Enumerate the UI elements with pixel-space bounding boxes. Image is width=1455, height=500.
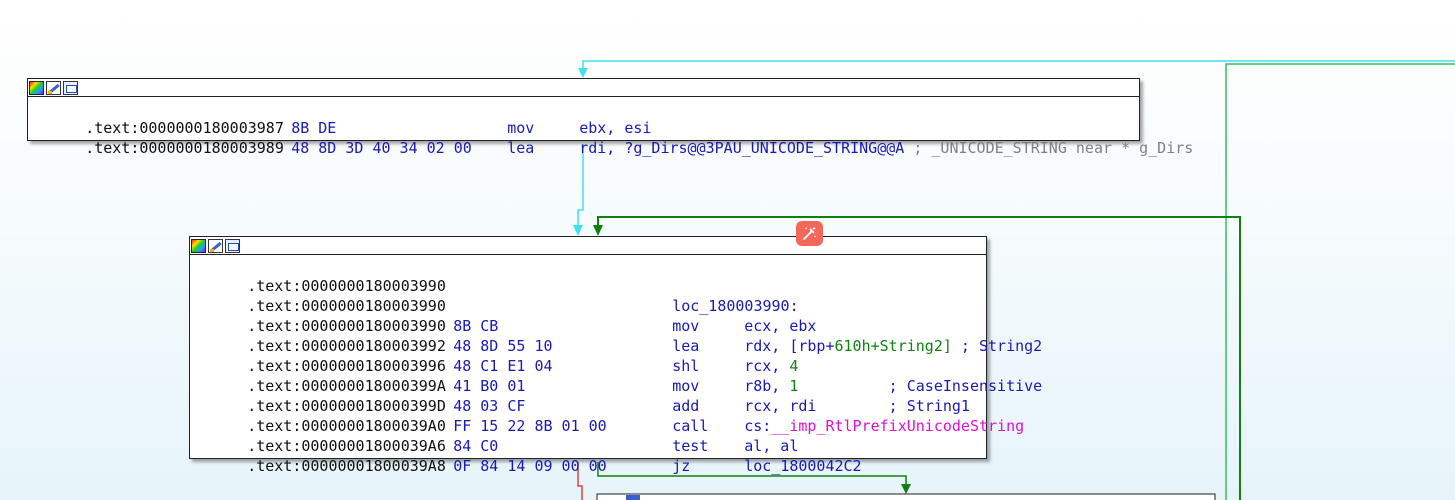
line-address: .text:0000000180003992 [247, 337, 446, 355]
edit-pencil-icon[interactable] [208, 238, 223, 253]
line-address: .text:0000000180003990 [247, 317, 446, 335]
partial-block-bottom [596, 493, 1216, 500]
line-address: .text:000000018000399D [247, 397, 446, 415]
disasm-line[interactable]: .text:00000001800039A6 84 C0 test al, al [193, 416, 983, 455]
line-mnemonic: lea [507, 139, 535, 157]
line-bytes: 8B CB [453, 317, 499, 335]
line-bytes: 48 8D 3D 40 34 02 00 [291, 139, 472, 157]
line-mnemonic: shl [672, 357, 700, 375]
disasm-line[interactable]: .text:0000000180003990 8B CB mov ecx, ebx [193, 296, 983, 335]
edge-block-1-to-block-2 [577, 144, 584, 228]
disasm-line[interactable]: .text:00000001800039A8 0F 84 14 09 00 00 j… [193, 436, 983, 475]
line-operands: r8b, 1 [744, 376, 798, 396]
disasm-line[interactable]: .text:00000001800039A0 FF 15 22 8B 01 00 c… [193, 396, 1024, 435]
code-block-180003990[interactable]: .text:0000000180003990 .text:00000001800… [189, 236, 1042, 475]
edge-into-block-1-arrow [578, 68, 588, 78]
line-operands: rdx, [rbp+610h+String2] [744, 336, 952, 356]
color-palette-icon[interactable] [191, 238, 206, 253]
disasm-line[interactable]: .text:0000000180003996 48 C1 E1 04 shl rcx,… [193, 336, 983, 375]
line-mnemonic: mov [507, 119, 535, 137]
line-address: .text:0000000180003996 [247, 357, 446, 375]
ai-assist-icon [803, 226, 817, 240]
line-operands: al, al [744, 437, 799, 455]
line-mnemonic: test [672, 437, 709, 455]
edge-block-2-true-arrow [901, 484, 911, 494]
line-address: .text:00000001800039A0 [247, 417, 446, 435]
edge-into-block-1 [582, 60, 1455, 74]
line-mnemonic: mov [672, 317, 700, 335]
code-label[interactable]: loc_180003990: [672, 297, 799, 315]
line-mnemonic: lea [672, 337, 700, 355]
line-bytes: 48 03 CF [453, 397, 526, 415]
line-bytes: 0F 84 14 09 00 00 [453, 457, 607, 475]
line-operands: rcx, rdi [744, 397, 817, 415]
disasm-line[interactable]: .text:000000018000399D 48 03 CF add rcx, rd… [193, 376, 983, 415]
operand-number: 1 [789, 377, 799, 395]
edge-loop-back-to-block-2 [597, 216, 1241, 500]
edge-block-2-false [577, 462, 583, 500]
line-address: .text:00000001800039A6 [247, 437, 446, 455]
line-mnemonic: call [672, 417, 709, 435]
line-address: .text:0000000180003989 [85, 139, 284, 157]
line-operands[interactable]: loc_1800042C2 [744, 457, 862, 475]
disasm-line[interactable]: .text:0000000180003990 [193, 256, 983, 295]
color-palette-icon[interactable] [29, 80, 44, 95]
operand-number: 610h [834, 337, 871, 355]
line-mnemonic: jz [672, 457, 691, 475]
line-comment: ; _UNICODE_STRING near * g_Dirs [913, 139, 1194, 157]
line-operands: rcx, 4 [744, 356, 798, 376]
line-operands: ecx, ebx [744, 317, 817, 335]
import-symbol[interactable]: __imp_RtlPrefixUnicodeString [771, 417, 1025, 435]
line-bytes: 8B DE [291, 119, 337, 137]
line-bytes: 48 C1 E1 04 [453, 357, 553, 375]
operand-number: 4 [789, 357, 799, 375]
line-bytes: 48 8D 55 10 [453, 337, 553, 355]
disasm-line[interactable]: .text:0000000180003990 loc_180003990: [193, 276, 983, 315]
line-comment: ; String2 [951, 337, 1043, 355]
operand-part: cs: [744, 417, 772, 435]
edge-right-lightgreen [1225, 63, 1455, 500]
line-address: .text:00000001800039A8 [247, 457, 446, 475]
line-bytes: 41 B0 01 [453, 377, 526, 395]
line-address: .text:0000000180003987 [85, 119, 284, 137]
edge-loop-back-arrow [593, 225, 603, 236]
line-mnemonic: add [672, 397, 700, 415]
disasm-line[interactable]: .text:0000000180003989 48 8D 3D 40 34 02 … [31, 118, 1193, 157]
operand-symbol: +String2] [870, 337, 952, 355]
ai-assist-button[interactable] [796, 221, 823, 246]
edit-pencil-icon[interactable] [46, 80, 61, 95]
operand-part: rcx, [744, 357, 790, 375]
edge-block-2-true [597, 462, 907, 486]
line-operands: cs:__imp_RtlPrefixUnicodeString [744, 416, 1024, 436]
disasm-line[interactable]: .text:0000000180003992 48 8D 55 10 lea rdx,… [193, 316, 1042, 355]
line-operands[interactable]: rdi, ?g_Dirs@@3PAU_UNICODE_STRING@@A [579, 139, 905, 157]
line-mnemonic: mov [672, 377, 700, 395]
edge-block-1-to-block-2-arrow [573, 225, 583, 236]
line-address: .text:0000000180003990 [247, 277, 446, 295]
line-bytes: FF 15 22 8B 01 00 [453, 417, 607, 435]
line-comment: ; String1 [816, 397, 970, 415]
operand-part: r8b, [744, 377, 790, 395]
graph-view-icon[interactable] [63, 80, 78, 95]
line-operands: ebx, esi [579, 119, 652, 137]
graph-view-icon[interactable] [225, 238, 240, 253]
line-comment: ; CaseInsensitive [798, 377, 1043, 395]
block-header [190, 237, 986, 255]
operand-part: rdx, [rbp+ [744, 337, 835, 355]
line-address: .text:000000018000399A [247, 377, 446, 395]
partial-block-bottom-icon [626, 495, 640, 500]
line-address: .text:0000000180003990 [247, 297, 446, 315]
disasm-line[interactable]: .text:0000000180003987 8B DE mov ebx, esi [31, 98, 1136, 137]
line-bytes: 84 C0 [453, 437, 499, 455]
block-header [28, 79, 1139, 97]
code-block-180003987[interactable]: .text:0000000180003987 8B DE mov ebx, esi .… [27, 78, 1193, 157]
